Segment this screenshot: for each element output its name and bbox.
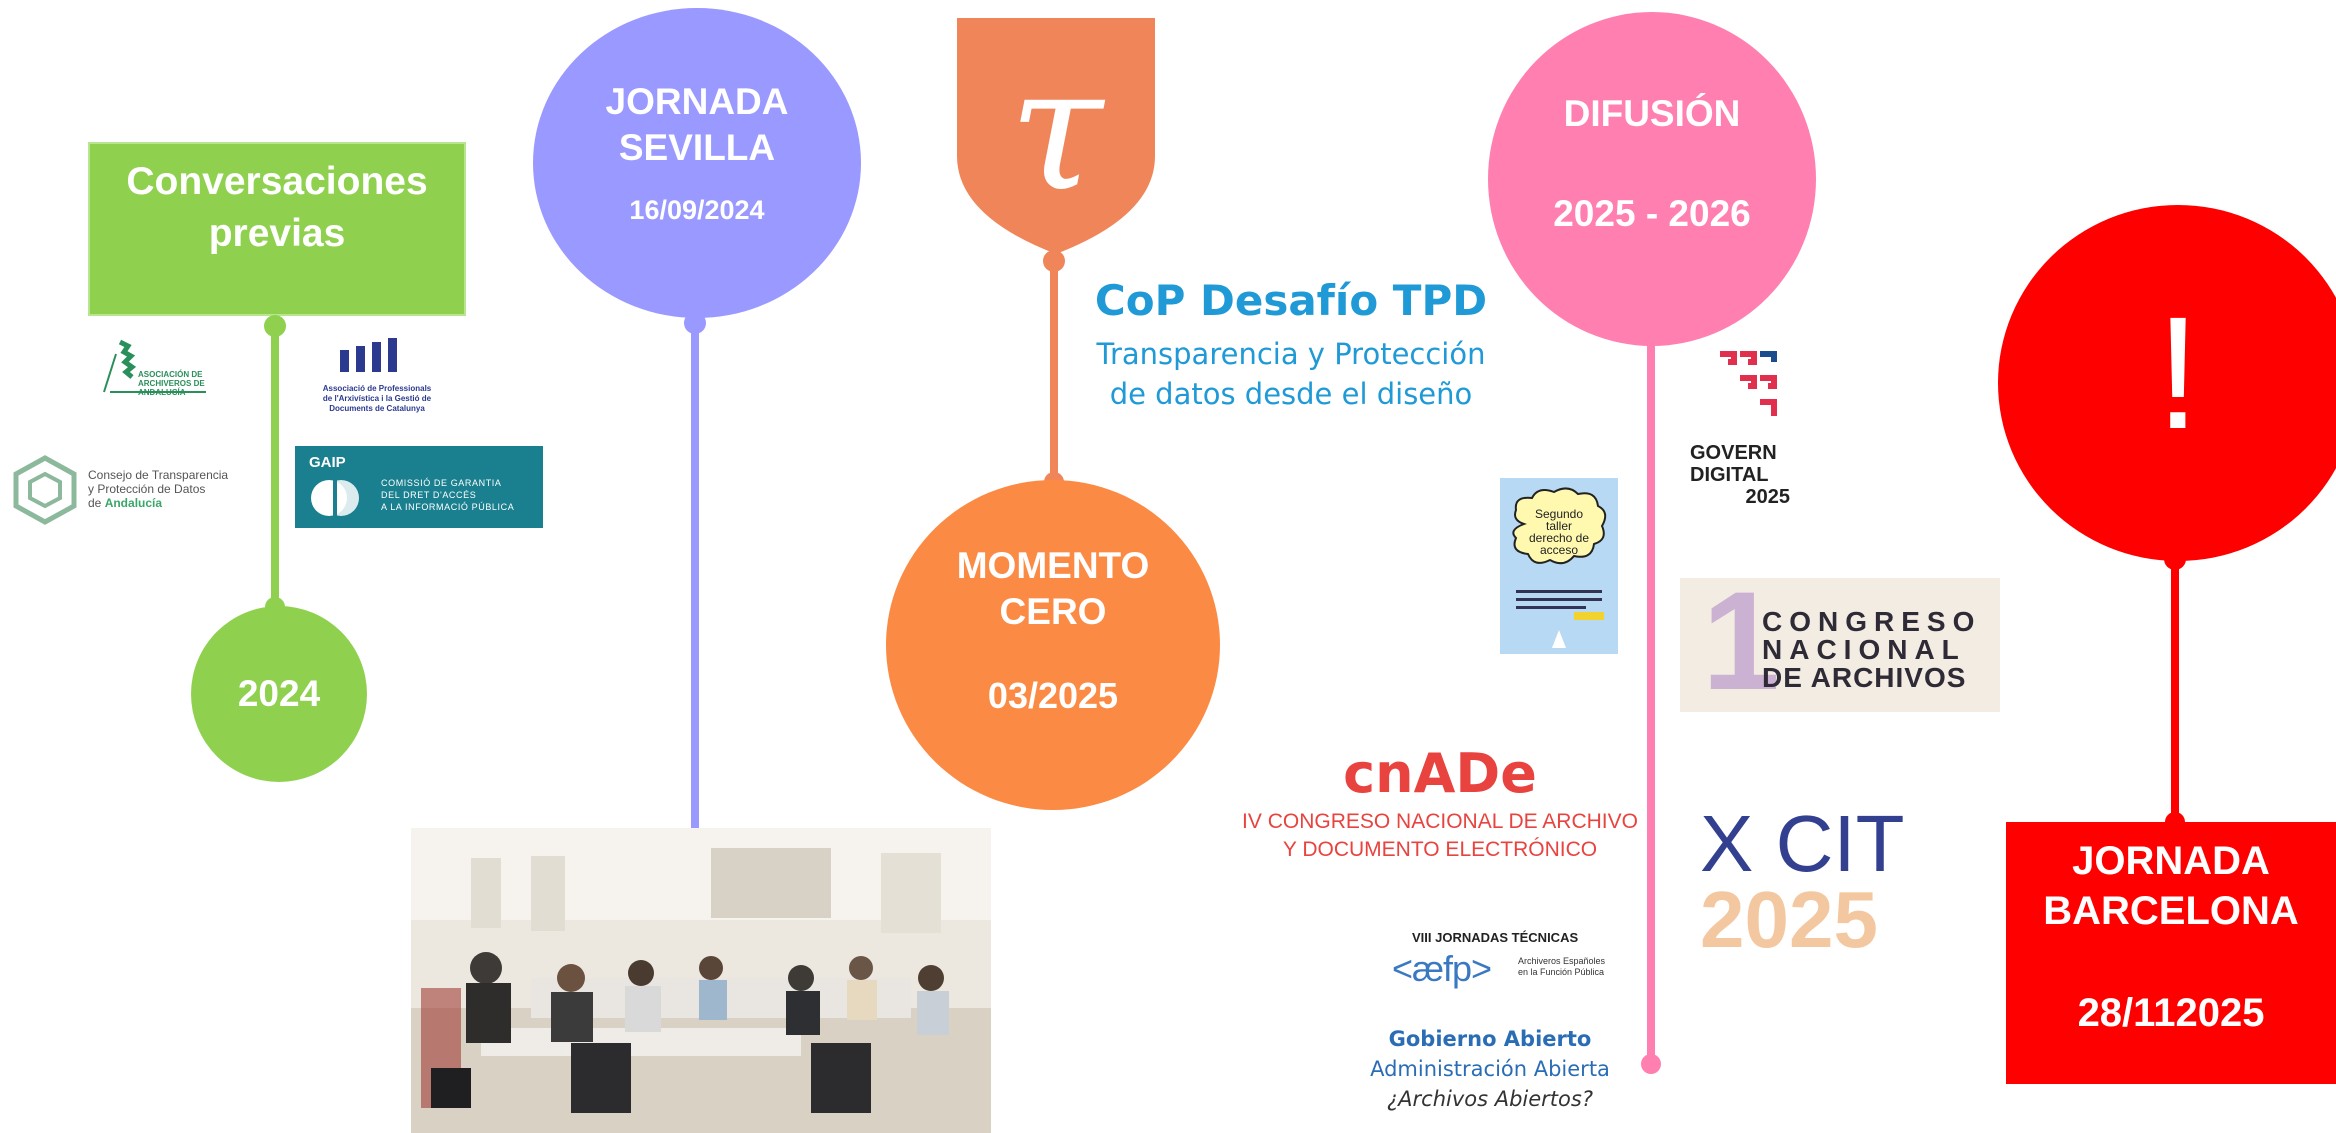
gob-line3: ¿Archivos Abiertos? xyxy=(1387,1087,1593,1111)
year-2024-circle: 2024 xyxy=(191,606,367,782)
barcelona-line2: BARCELONA xyxy=(2043,889,2299,933)
meeting-photo xyxy=(411,828,991,1133)
taller-text-1: Segundo xyxy=(1534,507,1584,521)
govern-text-2: DIGITAL xyxy=(1690,464,1769,486)
difusion-line1: DIFUSIÓN xyxy=(1563,93,1741,134)
difusion-years: 2025 - 2026 xyxy=(1553,193,1751,234)
ctpd-text-3b: Andalucía xyxy=(104,496,163,510)
xcit-line2: 2025 xyxy=(1700,875,1878,964)
cnade-logo: cnADe xyxy=(1343,742,1537,805)
aefp-sub-1: Archiveros Españoles xyxy=(1518,956,1606,966)
stage5-stem xyxy=(2171,558,2179,822)
conversaciones-line1: Conversaciones xyxy=(126,160,428,203)
aaa-text-3: ANDALUCÍA xyxy=(138,388,186,397)
sevilla-date: 16/09/2024 xyxy=(629,194,765,225)
congreso-text-1: CONGRESO xyxy=(1762,606,1982,637)
aefp-logo: <æfp> xyxy=(1392,948,1492,989)
barcelona-date: 28/112025 xyxy=(2077,991,2265,1035)
tau-glyph: τ xyxy=(1009,31,1106,229)
apac-text-1: Associació de Professionals xyxy=(322,384,432,393)
ctpd-text-1: Consejo de Transparencia xyxy=(88,468,229,482)
apac-text-3: Documents de Catalunya xyxy=(329,404,425,413)
aaa-text-1: ASOCIACIÓN DE xyxy=(138,370,203,379)
cnade-line1: IV CONGRESO NACIONAL DE ARCHIVO xyxy=(1242,810,1638,833)
gaip-logo: GAIP COMISSIÓ DE GARANTIA DEL DRET D'ACC… xyxy=(295,446,543,528)
apac-logo: Associació de Professionals de l'Arxivís… xyxy=(318,338,436,422)
jornada-sevilla-circle: JORNADA SEVILLA 16/09/2024 xyxy=(533,8,861,318)
gaip-text-3: A LA INFORMACIÓ PÚBLICA xyxy=(381,502,515,512)
taller-text-2: taller xyxy=(1545,519,1572,533)
aefp-title: VIII JORNADAS TÉCNICAS xyxy=(1412,930,1579,945)
govern-text-1: GOVERN xyxy=(1690,442,1777,464)
cnade-line2: Y DOCUMENTO ELECTRÓNICO xyxy=(1282,838,1598,861)
gob-line2: Administración Abierta xyxy=(1370,1057,1610,1081)
cop-line2: de datos desde el diseño xyxy=(1109,377,1473,411)
barcelona-line1: JORNADA xyxy=(2072,839,2270,883)
year-2024-label: 2024 xyxy=(237,673,321,714)
momento-date: 03/2025 xyxy=(987,675,1119,716)
xcit-logo: X CIT 2025 xyxy=(1700,799,1920,964)
cop-title: CoP Desafío TPD xyxy=(1094,276,1488,325)
congreso-archivos-logo: 1 CONGRESO NACIONAL DE ARCHIVOS xyxy=(1680,566,2000,716)
gaip-text-1: COMISSIÓ DE GARANTIA xyxy=(381,478,502,488)
conversaciones-line2: previas xyxy=(208,212,346,255)
apac-text-2: de l'Arxivística i la Gestió de xyxy=(322,394,432,403)
stage1-stem xyxy=(271,326,279,606)
congreso-text-2: NACIONAL xyxy=(1762,634,1966,665)
jornada-barcelona-box: JORNADA BARCELONA 28/112025 xyxy=(2006,822,2336,1084)
cnade-block: cnADe IV CONGRESO NACIONAL DE ARCHIVO Y … xyxy=(1230,742,1650,864)
exclamation-circle: ! xyxy=(1998,205,2336,561)
sevilla-line1: JORNADA xyxy=(605,80,789,122)
aefp-sub-2: en la Función Pública xyxy=(1518,967,1605,977)
ctpd-logo: Consejo de Transparencia y Protección de… xyxy=(10,452,250,528)
congreso-number: 1 xyxy=(1702,562,1780,719)
aefp-block: VIII JORNADAS TÉCNICAS <æfp> Archiveros … xyxy=(1378,926,1618,996)
cop-line1: Transparencia y Protección xyxy=(1096,337,1486,371)
sevilla-line2: SEVILLA xyxy=(618,126,776,168)
momento-line2: CERO xyxy=(999,591,1107,632)
gaip-name: GAIP xyxy=(309,454,346,471)
stage4-stem xyxy=(1647,340,1655,1066)
cop-block: CoP Desafío TPD Transparencia y Protecci… xyxy=(1058,272,1524,414)
govern-digital-logo: GOVERN DIGITAL 2025 xyxy=(1688,350,1806,512)
tau-shield: τ xyxy=(955,16,1157,256)
gob-line1: Gobierno Abierto xyxy=(1388,1027,1592,1051)
xcit-line1: X CIT xyxy=(1700,799,1905,888)
ctpd-text-2: y Protección de Datos xyxy=(88,482,206,496)
aaa-logo: ASOCIACIÓN DE ARCHIVEROS DE ANDALUCÍA xyxy=(98,336,208,398)
stage3-stem xyxy=(1050,260,1058,482)
gobierno-abierto-block: Gobierno Abierto Administración Abierta … xyxy=(1360,1024,1620,1114)
momento-line1: MOMENTO xyxy=(956,545,1150,586)
ctpd-text-3a: de xyxy=(88,496,105,510)
gaip-text-2: DEL DRET D'ACCÉS xyxy=(381,490,477,500)
difusion-circle: DIFUSIÓN 2025 - 2026 xyxy=(1488,12,1816,346)
congreso-text-3: DE ARCHIVOS xyxy=(1762,662,1967,693)
taller-text-4: acceso xyxy=(1539,543,1579,557)
conversaciones-box: Conversaciones previas xyxy=(88,142,466,316)
aaa-text-2: ARCHIVEROS DE xyxy=(138,379,205,388)
stage4-bottom-dot xyxy=(1641,1054,1661,1074)
govern-text-3: 2025 xyxy=(1745,486,1791,508)
taller-text-3: derecho de xyxy=(1528,531,1590,545)
segundo-taller-poster: Segundo taller derecho de acceso xyxy=(1500,478,1618,654)
exclamation-mark: ! xyxy=(2155,283,2201,462)
stage2-stem xyxy=(691,322,699,832)
momento-cero-circle: MOMENTO CERO 03/2025 xyxy=(886,480,1220,810)
